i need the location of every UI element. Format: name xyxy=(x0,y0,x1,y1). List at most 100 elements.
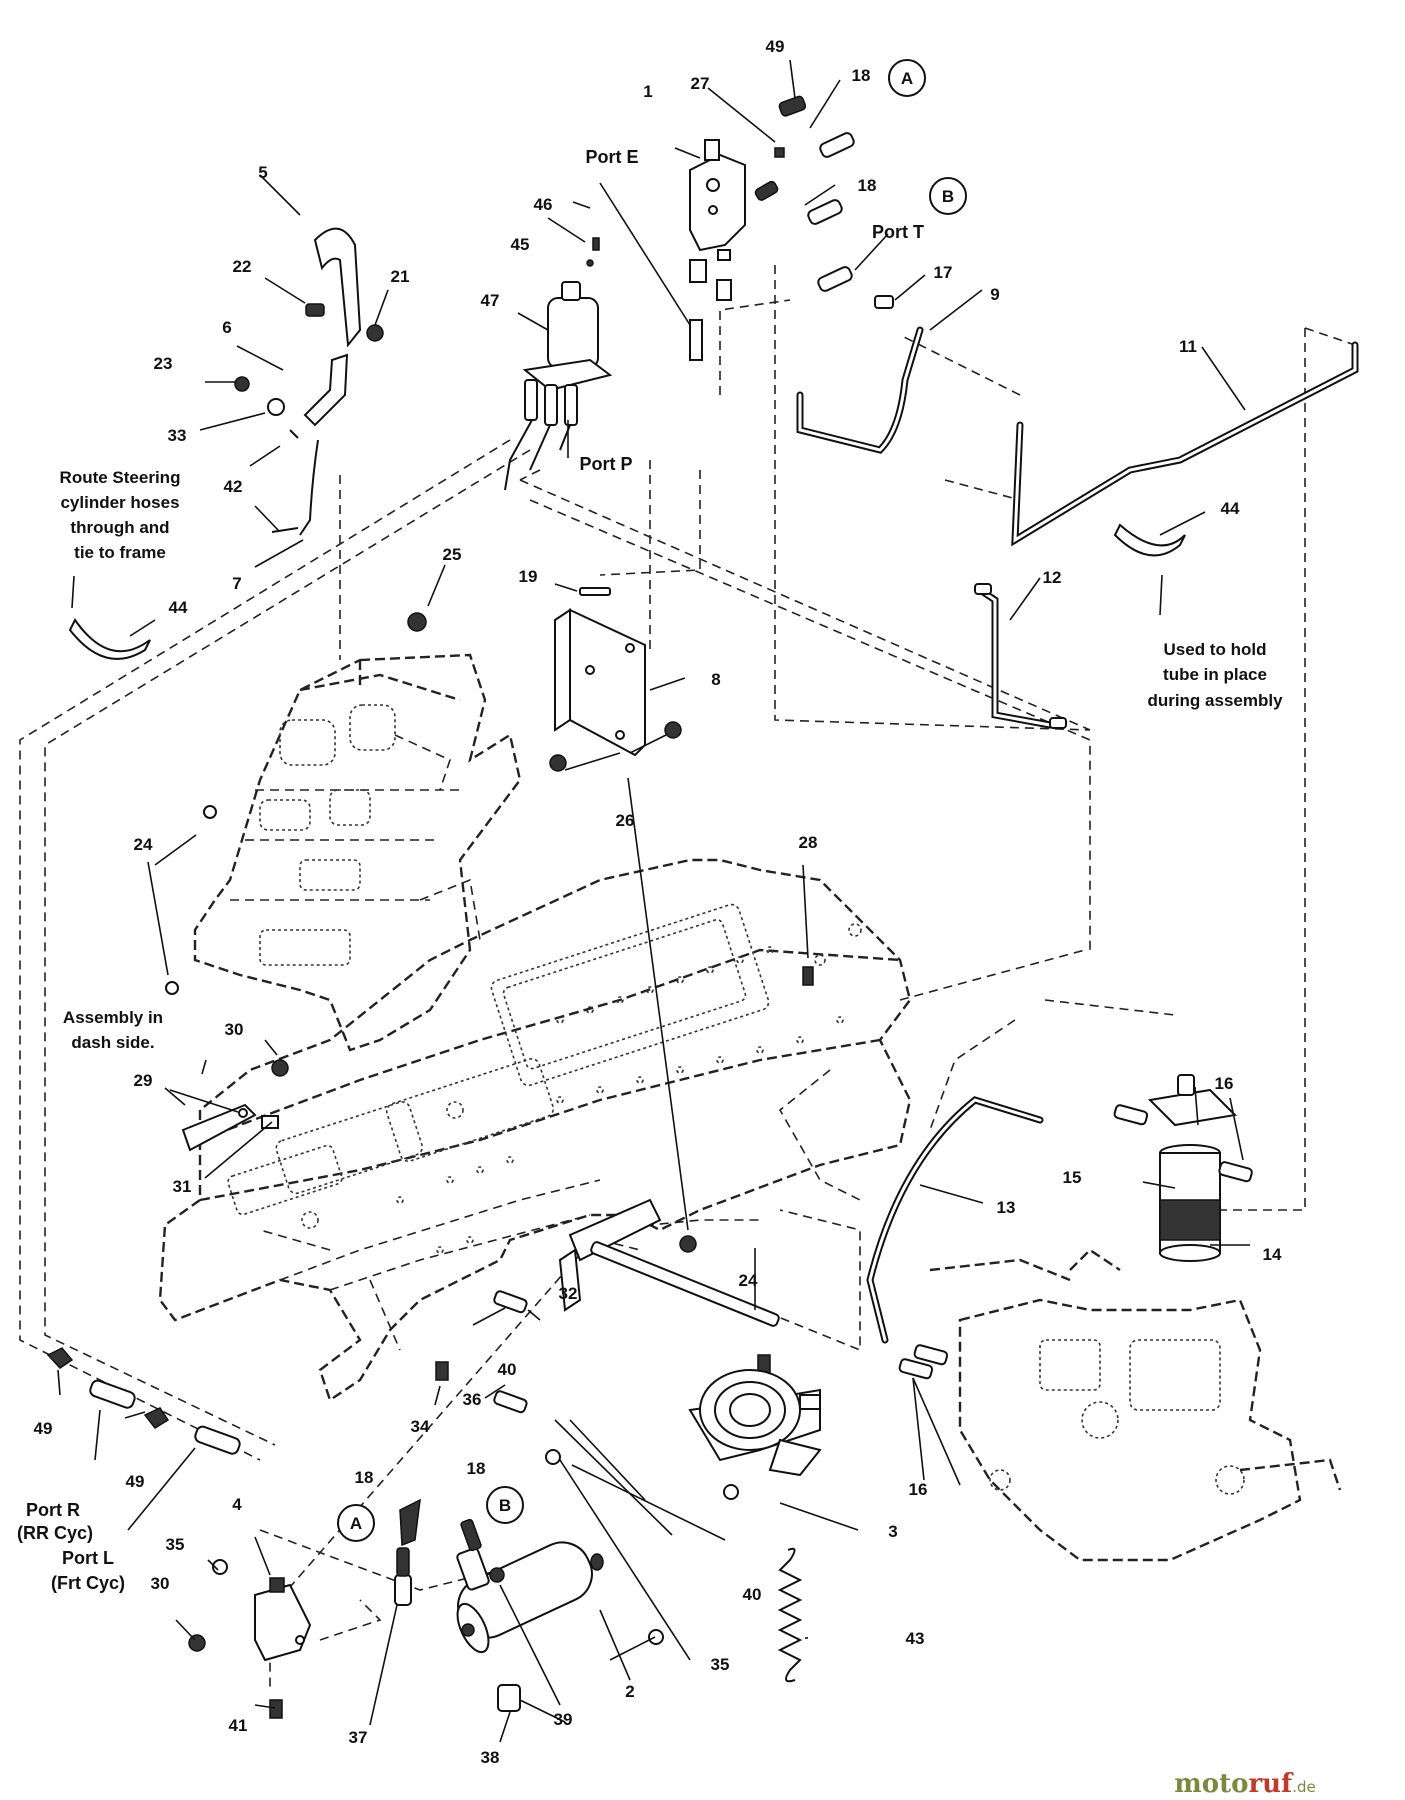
port-l-sub-label: (Frt Cyc) xyxy=(51,1573,125,1593)
port-r-sub-label: (RR Cyc) xyxy=(17,1523,93,1543)
leader-lines xyxy=(57,59,1250,1743)
part-label-31: 31 xyxy=(173,1177,192,1196)
dashed-assembly-lines xyxy=(19,265,1356,1690)
port-l-label: Port L xyxy=(62,1548,114,1568)
valve-assembly xyxy=(689,95,894,361)
part-label-40a: 40 xyxy=(498,1360,517,1379)
port-p-label: Port P xyxy=(579,454,632,474)
part-label-22: 22 xyxy=(233,257,252,276)
part-label-24a: 24 xyxy=(134,835,153,854)
part-label-18b: 18 xyxy=(858,176,877,195)
part-label-19: 19 xyxy=(519,567,538,586)
route-note-line4: tie to frame xyxy=(74,543,166,562)
part-29 xyxy=(181,1103,257,1152)
port-t-label: Port T xyxy=(872,222,924,242)
transmission xyxy=(929,1248,1342,1562)
part-label-29: 29 xyxy=(134,1071,153,1090)
part-label-40b: 40 xyxy=(743,1585,762,1604)
route-note-line3: through and xyxy=(70,518,169,537)
part-label-8: 8 xyxy=(711,670,720,689)
part-label-32: 32 xyxy=(559,1284,578,1303)
part-label-27: 27 xyxy=(691,74,710,93)
dash-note-line1: Assembly in xyxy=(63,1008,163,1027)
part-label-14: 14 xyxy=(1263,1245,1282,1264)
part-label-3: 3 xyxy=(888,1522,897,1541)
part-label-23: 23 xyxy=(154,354,173,373)
part-labels: 1 2 3 4 5 6 7 8 9 11 12 13 14 15 16 16 1… xyxy=(34,37,1282,1767)
used-note-line2: tube in place xyxy=(1163,665,1267,684)
part-label-47: 47 xyxy=(481,291,500,310)
dash-panel-frame xyxy=(193,653,522,1052)
part-label-12: 12 xyxy=(1043,568,1062,587)
part-label-37: 37 xyxy=(349,1728,368,1747)
part-label-30a: 30 xyxy=(225,1020,244,1039)
part-label-28: 28 xyxy=(799,833,818,852)
part-label-45: 45 xyxy=(511,235,530,254)
route-note-line2: cylinder hoses xyxy=(60,493,179,512)
port-labels: Port E Port T Port P Port R (RR Cyc) Por… xyxy=(17,147,924,1593)
steering-unit xyxy=(504,237,613,491)
part-label-6: 6 xyxy=(222,318,231,337)
part-label-44b: 44 xyxy=(1221,499,1240,518)
callout-a-bottom: A xyxy=(350,1514,362,1533)
part-label-4: 4 xyxy=(232,1495,242,1514)
bracket-4 xyxy=(254,1577,312,1662)
frame-holes xyxy=(301,923,862,1254)
part-label-18c: 18 xyxy=(355,1468,374,1487)
circled-callouts: A B A B xyxy=(337,59,967,1542)
part-label-36: 36 xyxy=(463,1390,482,1409)
part-label-49b: 49 xyxy=(34,1419,53,1438)
port-e-label: Port E xyxy=(585,147,638,167)
watermark-part3: .de xyxy=(1292,1778,1316,1796)
callout-b-bottom: B xyxy=(499,1496,511,1515)
steering-lever xyxy=(234,227,384,536)
part-label-34: 34 xyxy=(411,1417,430,1436)
notes: Route Steering cylinder hoses through an… xyxy=(60,468,1284,1052)
callout-a-top: A xyxy=(901,69,913,88)
part-label-35a: 35 xyxy=(166,1535,185,1554)
main-chassis-frame xyxy=(158,858,912,1402)
part-label-15: 15 xyxy=(1063,1168,1082,1187)
part-label-18a: 18 xyxy=(852,66,871,85)
part-label-7: 7 xyxy=(232,574,241,593)
clips xyxy=(68,523,1186,660)
part-label-25: 25 xyxy=(443,545,462,564)
filter-assembly xyxy=(898,1074,1253,1380)
part-label-26: 26 xyxy=(616,811,635,830)
part-label-21: 21 xyxy=(391,267,410,286)
part-label-24b: 24 xyxy=(739,1271,758,1290)
watermark-part1: moto xyxy=(1174,1769,1248,1799)
part-label-49c: 49 xyxy=(126,1472,145,1491)
watermark-part2: ruf xyxy=(1248,1769,1294,1799)
lower-left-fittings xyxy=(46,1347,241,1455)
cylinder-assembly xyxy=(394,1498,604,1712)
hydraulic-tubes xyxy=(796,326,1359,1344)
small-hardware xyxy=(165,587,814,1719)
part-label-41: 41 xyxy=(229,1716,248,1735)
part-label-2: 2 xyxy=(625,1682,634,1701)
part-label-33: 33 xyxy=(168,426,187,445)
support-bracket xyxy=(554,608,646,757)
part-label-16a: 16 xyxy=(1215,1074,1234,1093)
part-label-46: 46 xyxy=(534,195,553,214)
part-label-9: 9 xyxy=(990,285,999,304)
part-label-11: 11 xyxy=(1179,337,1197,356)
svg-text:motoruf.de: motoruf.de xyxy=(1174,1769,1316,1799)
part-label-13: 13 xyxy=(997,1198,1016,1217)
part-label-43: 43 xyxy=(906,1629,925,1648)
part-label-17: 17 xyxy=(934,263,953,282)
part-label-16b: 16 xyxy=(909,1480,928,1499)
spring xyxy=(777,1547,803,1683)
part-label-30b: 30 xyxy=(151,1574,170,1593)
part-label-39: 39 xyxy=(554,1710,573,1729)
part-label-35b: 35 xyxy=(711,1655,730,1674)
part-label-1: 1 xyxy=(643,82,652,101)
part-label-5: 5 xyxy=(258,163,267,182)
watermark-logo: motoruf.de xyxy=(1174,1769,1316,1799)
part-label-18d: 18 xyxy=(467,1459,486,1478)
part-label-49a: 49 xyxy=(766,37,785,56)
used-note-line3: during assembly xyxy=(1147,691,1283,710)
port-r-label: Port R xyxy=(26,1500,80,1520)
callout-b-top: B xyxy=(942,187,954,206)
